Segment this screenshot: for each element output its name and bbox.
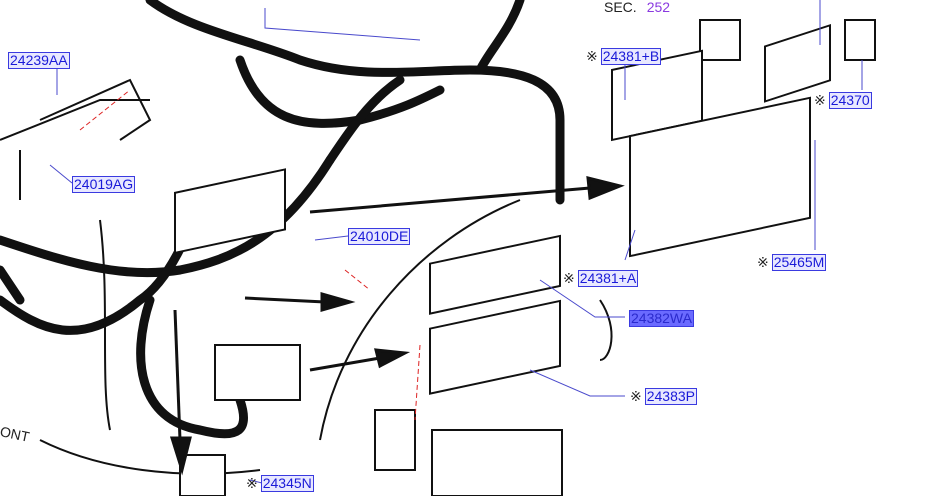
asterisk-mark-icon: ※ [630, 388, 642, 404]
callout-24381B: ※ 24381+B [586, 48, 662, 65]
asterisk-mark-icon: ※ [563, 270, 575, 286]
harness-wire [0, 265, 25, 305]
callout-24381A: ※ 24381+A [563, 270, 639, 287]
harness-wire [136, 295, 249, 439]
callout-24010DE: 24010DE [348, 228, 411, 245]
callout-25465M: ※ 25465M [757, 254, 827, 271]
callout-24370: ※ 24370 [814, 92, 872, 109]
section-number-link[interactable]: 252 [646, 0, 671, 15]
callout-24019AG: 24019AG [72, 176, 136, 193]
part-link-24381A[interactable]: 24381+A [577, 270, 639, 287]
harness-wire [145, 0, 565, 205]
asterisk-mark-icon: ※ [757, 254, 769, 270]
harness-wire [475, 0, 525, 75]
part-link-24019AG[interactable]: 24019AG [72, 176, 136, 193]
callout-24382WA: 24382WA [629, 310, 694, 327]
asterisk-mark-icon: ※ [814, 92, 826, 108]
asterisk-mark-icon: ※ [586, 48, 598, 64]
part-link-24382WA[interactable]: 24382WA [629, 310, 694, 327]
part-link-24370[interactable]: 24370 [828, 92, 872, 109]
part-link-24239AA[interactable]: 24239AA [8, 52, 70, 69]
part-link-24383P[interactable]: 24383P [644, 388, 698, 405]
section-prefix: SEC. [604, 0, 637, 15]
callout-24239AA: 24239AA [8, 52, 70, 69]
section-reference: SEC. 252 [604, 0, 670, 15]
part-link-24381B[interactable]: 24381+B [600, 48, 662, 65]
callout-24383P: ※ 24383P [630, 388, 698, 405]
asterisk-mark-icon: ※ [246, 475, 258, 491]
harness-wire [325, 75, 405, 165]
part-link-24345N[interactable]: 24345N [260, 475, 314, 492]
part-link-24010DE[interactable]: 24010DE [348, 228, 411, 245]
callout-24345N: ※ 24345N [246, 475, 314, 492]
part-link-25465M[interactable]: 25465M [771, 254, 827, 271]
